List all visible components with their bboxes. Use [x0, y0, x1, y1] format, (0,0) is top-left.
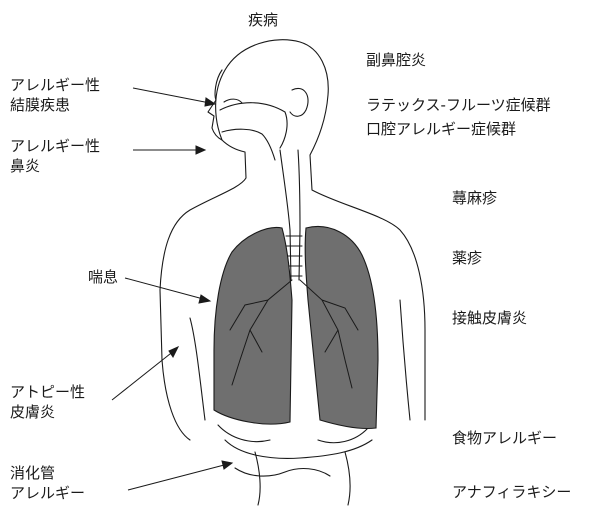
label-rhinitis: アレルギー性 鼻炎: [10, 136, 100, 176]
label-food-allergy: 食物アレルギー: [452, 428, 557, 448]
nasal-passage: [220, 103, 287, 148]
leader-atopic: [112, 350, 175, 400]
leader-asthma: [125, 278, 207, 300]
label-atopic-line2: 皮膚炎: [10, 402, 85, 422]
label-sinusitis: 副鼻腔炎: [366, 50, 426, 70]
label-anaphylaxis: アナフィラキシー: [452, 482, 571, 502]
label-conjunctivitis: アレルギー性 結膜疾患: [10, 75, 100, 115]
label-drug-eruption: 薬疹: [452, 248, 482, 268]
intestines: [225, 440, 372, 505]
label-oral-allergy: 口腔アレルギー症候群: [366, 119, 516, 139]
leader-conjunctivitis: [133, 88, 215, 104]
label-gi-line1: 消化管: [10, 463, 85, 483]
page-title: 疾病: [248, 10, 278, 30]
ear: [290, 88, 308, 116]
label-gi-allergy: 消化管 アレルギー: [10, 463, 85, 503]
label-rhinitis-line1: アレルギー性: [10, 136, 100, 156]
label-urticaria: 蕁麻疹: [452, 188, 497, 208]
label-rhinitis-line2: 鼻炎: [10, 156, 100, 176]
label-conjunctivitis-line1: アレルギー性: [10, 75, 100, 95]
label-asthma: 喘息: [88, 267, 118, 287]
label-gi-line2: アレルギー: [10, 483, 85, 503]
label-conjunctivitis-line2: 結膜疾患: [10, 95, 100, 115]
label-atopic-dermatitis: アトピー性 皮膚炎: [10, 382, 85, 422]
eye: [224, 99, 242, 103]
label-atopic-line1: アトピー性: [10, 382, 85, 402]
right-lung: [305, 227, 378, 429]
label-contact-dermatitis: 接触皮膚炎: [452, 308, 527, 328]
leader-gi: [128, 464, 228, 490]
oral-cavity: [222, 129, 275, 160]
label-latex-fruit: ラテックス-フルーツ症候群: [366, 95, 551, 115]
